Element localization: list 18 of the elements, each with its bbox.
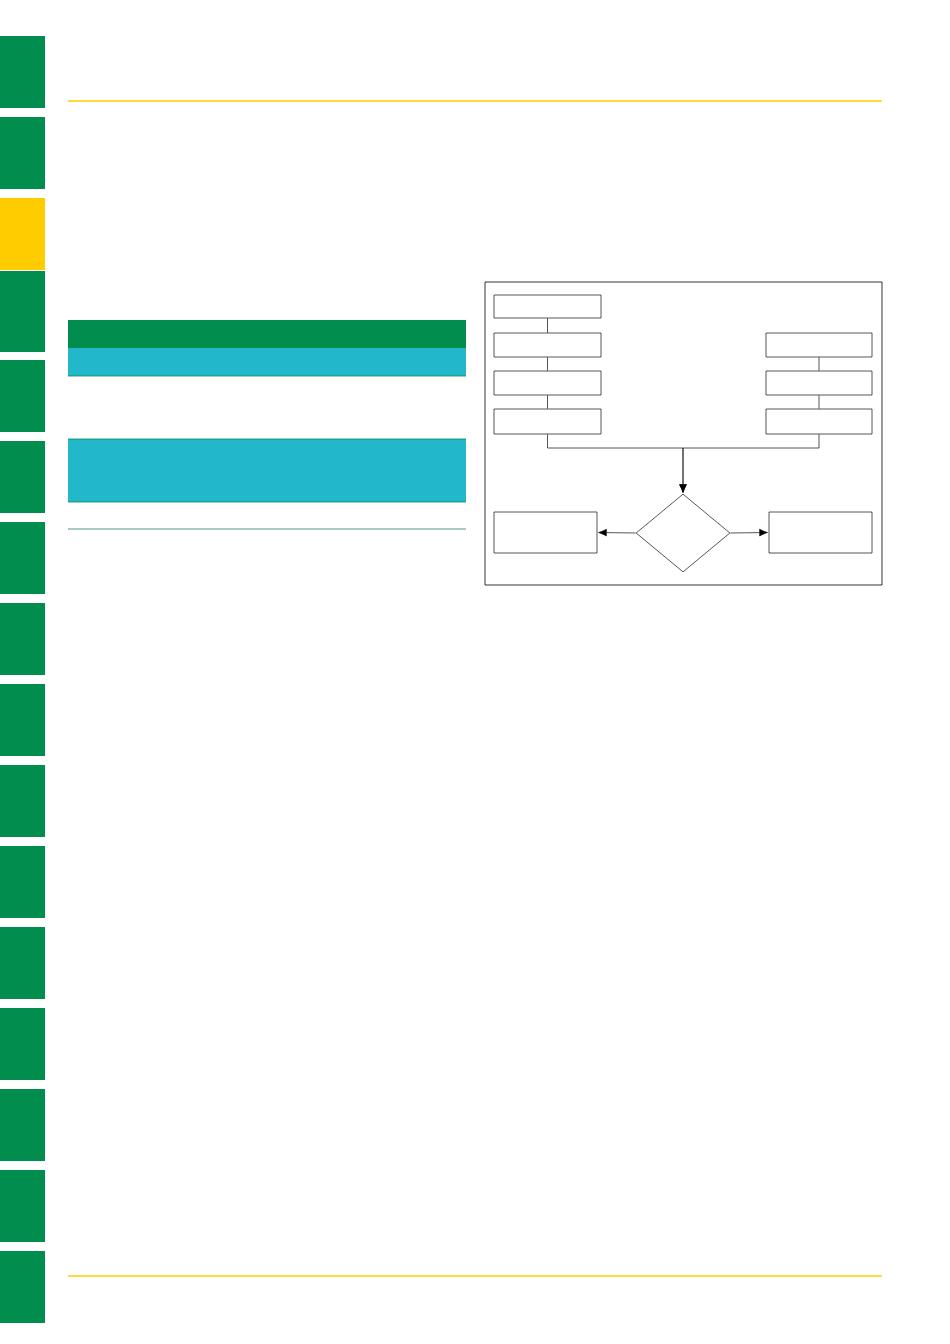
connector-line	[818, 395, 820, 409]
connector-line	[547, 357, 548, 371]
decision-diamond	[635, 493, 731, 573]
process-box	[493, 408, 602, 435]
arrow	[730, 528, 768, 537]
process-box	[765, 408, 873, 435]
arrow	[598, 528, 636, 537]
process-box	[765, 370, 873, 396]
process-box	[765, 332, 873, 358]
process-box	[493, 370, 602, 396]
connector-line	[818, 357, 820, 371]
process-box	[493, 332, 602, 358]
connector-line	[547, 395, 548, 409]
process-box	[493, 511, 598, 554]
process-box	[768, 511, 873, 554]
arrow	[679, 434, 820, 493]
process-box	[493, 294, 602, 319]
connector-line	[547, 318, 548, 333]
